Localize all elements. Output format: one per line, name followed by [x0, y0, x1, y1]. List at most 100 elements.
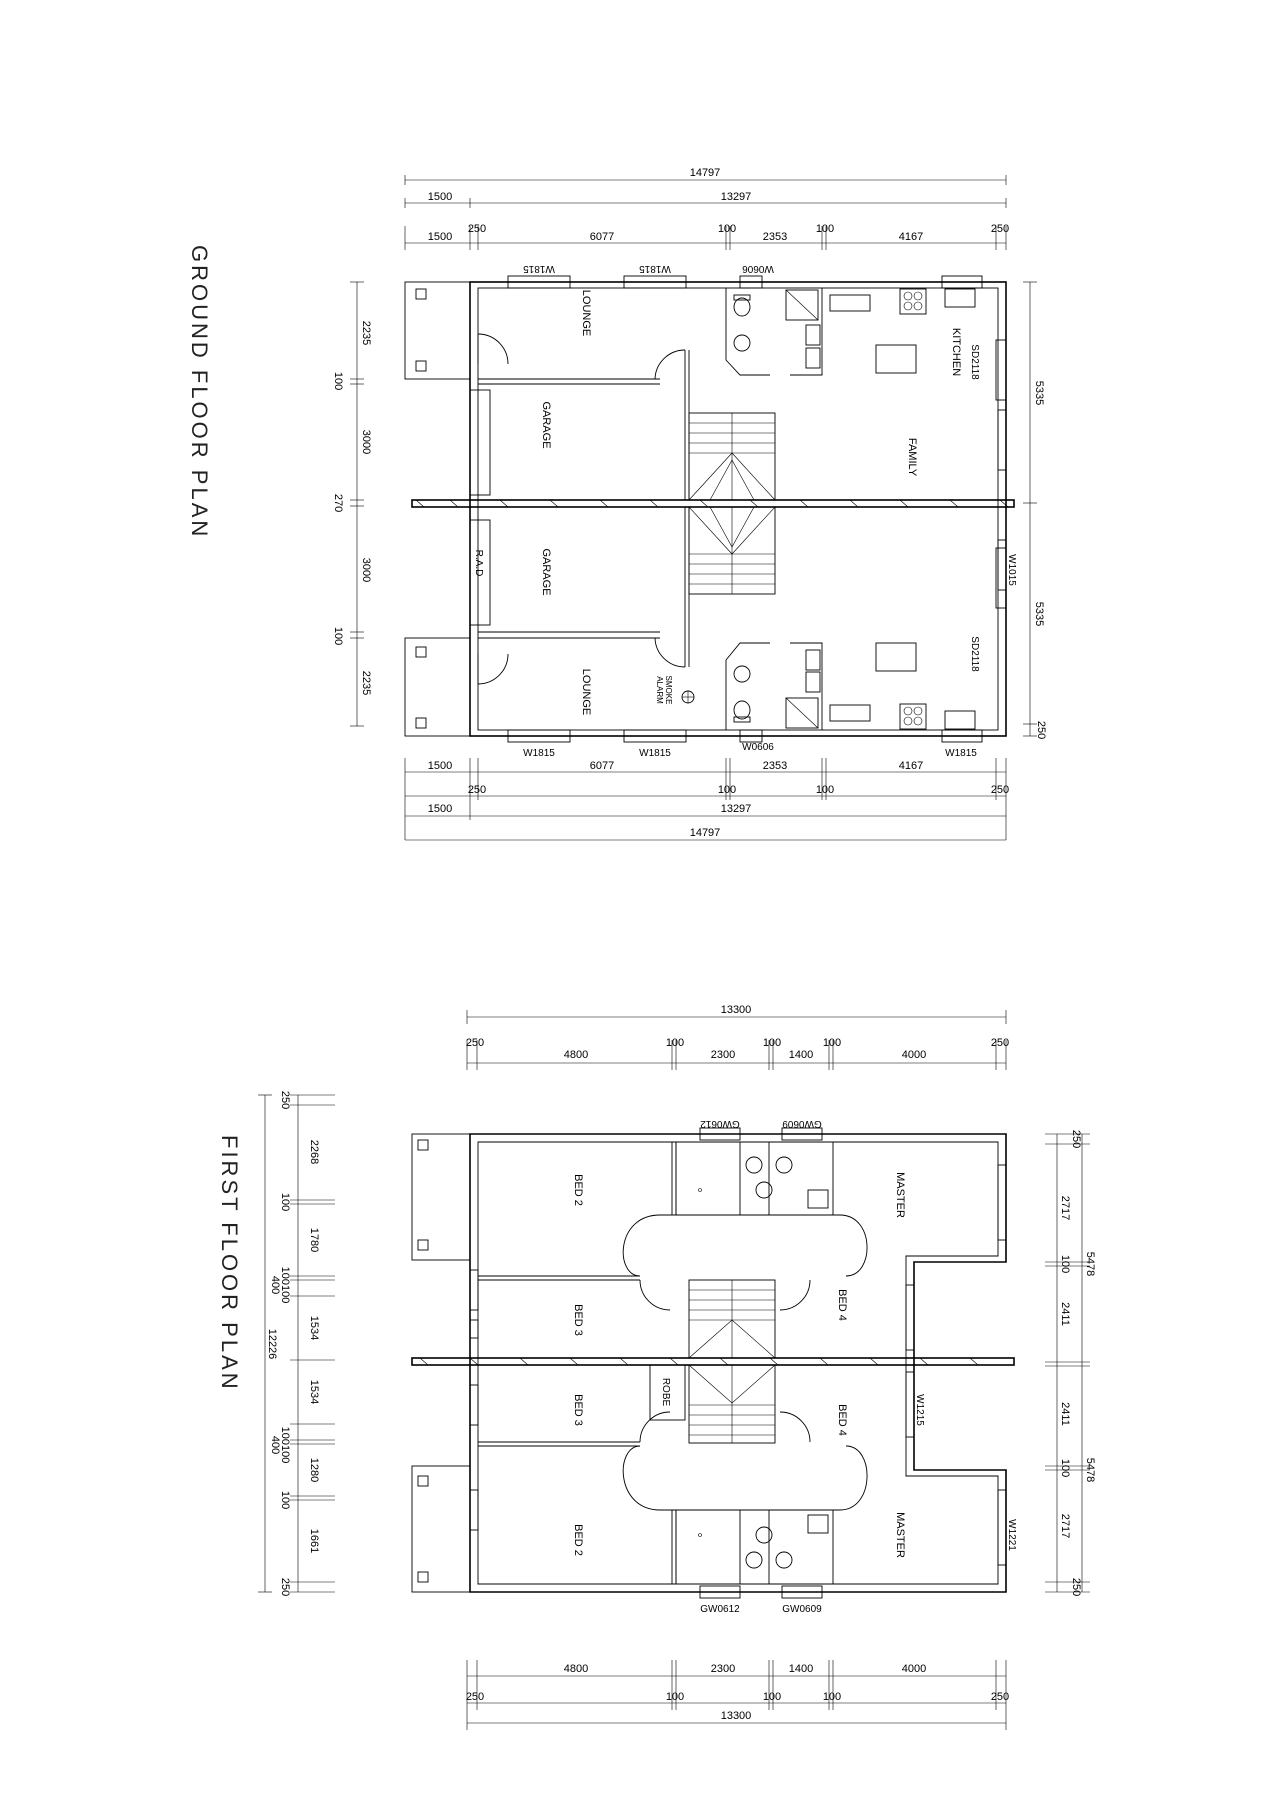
ground-dim-6077-b: 6077 — [590, 760, 614, 772]
toilet-top-ground — [733, 297, 751, 317]
room-lounge-top: LOUNGE — [580, 290, 592, 336]
room-master-top: MASTER — [894, 1172, 906, 1218]
first-left-dimensions: 250 2268 100 1780 100100 400 1534 12226 … — [258, 1091, 335, 1596]
ground-dim-100-e: 100 — [718, 784, 736, 796]
first-dim-400-b: 400 — [269, 1436, 281, 1454]
window-label-bottom-4: W1815 — [945, 748, 977, 759]
ground-dim-1500-d: 1500 — [428, 803, 452, 815]
window-label-w1215: W1215 — [914, 1394, 925, 1426]
ground-dim-4167-a: 4167 — [899, 231, 923, 243]
ground-dim-2235-b: 2235 — [360, 671, 372, 695]
bathroom-top — [675, 1141, 741, 1216]
door-bed3-bottom — [639, 1411, 671, 1443]
first-dim-250-d: 250 — [279, 1578, 291, 1596]
first-dim-1400-a: 1400 — [789, 1049, 813, 1061]
window-right-first-bottom — [997, 1489, 1007, 1566]
entry-door-top — [477, 333, 509, 365]
window-bottom-3 — [739, 729, 763, 743]
island-top — [875, 344, 917, 374]
first-dim-5478-b: 5478 — [1084, 1458, 1096, 1482]
window-bottom-1 — [507, 729, 571, 743]
room-bed2-bottom: BED 2 — [572, 1524, 584, 1556]
shower-top — [785, 289, 819, 321]
smoke-alarm-label-2: ALARM — [655, 676, 664, 704]
first-bottom-dimensions: 4800 2300 1400 4000 250 100 100 100 250 … — [466, 1660, 1009, 1730]
room-garage-top: GARAGE — [540, 401, 552, 448]
door-label-bottom: SD2118 — [969, 636, 980, 672]
first-dim-100-a: 100 — [666, 1037, 684, 1049]
door-bed4-top — [779, 1279, 811, 1311]
first-dim-100100-a: 100100 — [279, 1267, 291, 1304]
cooktop-bottom — [899, 703, 927, 730]
window-label-gw0612-bottom: GW0612 — [700, 1604, 740, 1615]
first-dim-2717-a: 2717 — [1059, 1196, 1071, 1220]
window-gw0609-top — [781, 1127, 823, 1141]
first-dim-2411-b: 2411 — [1059, 1402, 1071, 1426]
door-bed3-top — [639, 1279, 671, 1311]
basin-top-ground — [733, 334, 751, 352]
window-bottom-2 — [623, 729, 687, 743]
first-top-dimensions: 13300 250 4800 100 2300 100 1400 100 400… — [466, 1004, 1009, 1070]
ground-dim-100-f: 100 — [816, 784, 834, 796]
room-bed3-top: BED 3 — [572, 1304, 584, 1336]
window-gw0612-bottom — [699, 1585, 741, 1599]
room-lounge-bottom: LOUNGE — [580, 669, 592, 715]
robe — [649, 1364, 686, 1421]
bathroom-bottom — [675, 1509, 741, 1585]
toilet-bottom-ground — [733, 700, 751, 720]
window-top-2 — [623, 275, 687, 289]
ensuite-bottom — [768, 1509, 834, 1585]
first-dim-100-g: 100 — [1059, 1459, 1071, 1477]
room-garage-bottom: GARAGE — [540, 548, 552, 595]
first-dim-4000-a: 4000 — [902, 1049, 926, 1061]
ground-dim-100-c: 100 — [332, 372, 344, 390]
first-dim-250-f: 250 — [1070, 1578, 1082, 1596]
sliding-door-top — [995, 339, 1007, 401]
door-label-top: SD2118 — [969, 344, 980, 380]
sink-bottom — [944, 710, 976, 730]
first-dim-4000-b: 4000 — [902, 1663, 926, 1675]
first-dim-250-a: 250 — [466, 1037, 484, 1049]
ground-dim-overall-bottom: 14797 — [690, 827, 721, 839]
ground-dim-2353-a: 2353 — [763, 231, 787, 243]
ground-right-dimensions: 5335 5335 250 — [1023, 281, 1047, 739]
first-dim-100-e: 100 — [279, 1491, 291, 1509]
window-gw0612-top — [699, 1127, 741, 1141]
first-dim-100-j: 100 — [823, 1691, 841, 1703]
window-label-w1221: W1221 — [1006, 1519, 1017, 1551]
ground-dim-13297-a: 13297 — [721, 191, 752, 203]
window-bed4-top — [905, 1284, 915, 1351]
room-bed4-bottom: BED 4 — [836, 1404, 848, 1436]
room-bed3-bottom: BED 3 — [572, 1394, 584, 1426]
ground-floor-title: GROUND FLOOR PLAN — [187, 245, 212, 539]
rad-label: R.A.D — [473, 550, 484, 577]
first-dim-250-e: 250 — [1070, 1130, 1082, 1148]
shower-bottom — [785, 697, 819, 729]
first-dim-2300-b: 2300 — [711, 1663, 735, 1675]
ground-dim-250-b: 250 — [991, 223, 1009, 235]
ground-dim-2353-b: 2353 — [763, 760, 787, 772]
window-top-1 — [507, 275, 571, 289]
ground-dim-1500-c: 1500 — [428, 760, 452, 772]
ground-dim-1500-a: 1500 — [428, 191, 452, 203]
first-dim-1280: 1280 — [308, 1458, 320, 1482]
ground-left-dimensions: 2235 100 3000 270 3000 100 2235 — [332, 281, 372, 727]
first-dim-250-b: 250 — [991, 1037, 1009, 1049]
ground-dim-overall-top: 14797 — [690, 167, 721, 179]
window-label-gw0609-top: GW0609 — [782, 1118, 822, 1129]
first-floor-title: FIRST FLOOR PLAN — [217, 1135, 242, 1392]
ground-dim-250-c: 250 — [1035, 721, 1047, 739]
window-top-3 — [739, 275, 763, 289]
smoke-alarm-label-1: SMOKE — [664, 676, 673, 705]
window-bottom-4 — [941, 729, 983, 743]
room-family: FAMILY — [906, 438, 918, 477]
ensuite-top — [768, 1141, 834, 1216]
porch-bottom — [404, 637, 471, 737]
ground-dim-270: 270 — [332, 494, 344, 512]
room-bed4-top: BED 4 — [836, 1289, 848, 1321]
first-dim-overall-bottom: 13300 — [721, 1710, 752, 1722]
ground-dim-100-a: 100 — [718, 223, 736, 235]
ground-dim-1500-b: 1500 — [428, 231, 452, 243]
window-label-right-ground: W1015 — [1006, 554, 1017, 586]
first-dim-1661: 1661 — [308, 1529, 320, 1553]
